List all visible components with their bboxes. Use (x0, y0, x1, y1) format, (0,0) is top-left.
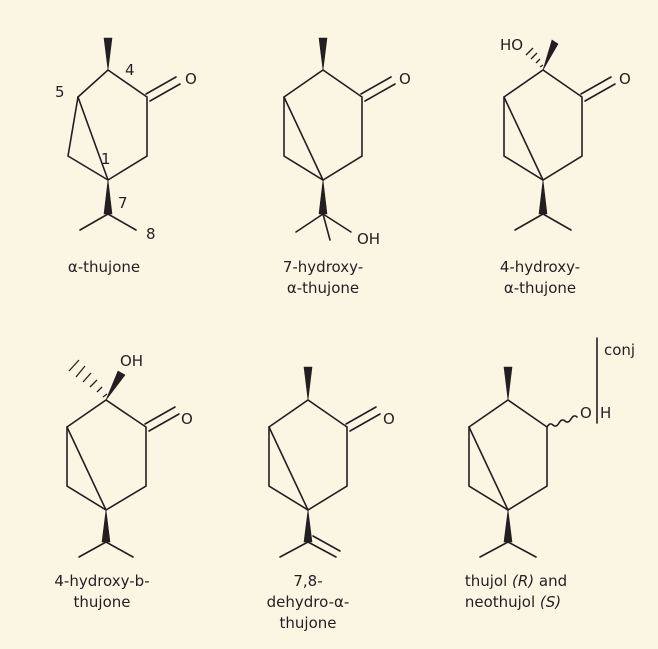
wavy-bond (546, 415, 578, 428)
hash-line (68, 359, 80, 372)
methyl-wedge (318, 37, 328, 71)
caption-italic: (R) (512, 572, 534, 590)
caption-line-1: 7,8- (293, 572, 322, 590)
alkene-bond-b (312, 535, 341, 552)
carbonyl-oxygen-label: O (383, 410, 395, 428)
hydroxyl-bond (322, 213, 352, 233)
bridge-bond (468, 426, 509, 511)
isopropyl-bond-right (107, 213, 137, 231)
bridge-bond (283, 96, 324, 181)
carbonyl-bond-b (148, 413, 180, 432)
caption-italic: (S) (540, 593, 561, 611)
caption-line-2: thujone (74, 593, 131, 611)
atom-number-8: 8 (146, 225, 156, 243)
carbonyl-bond-b (364, 83, 396, 102)
hash-line (96, 386, 103, 393)
atom-number-1: 1 (101, 150, 111, 168)
hash-line (525, 47, 534, 56)
methyl-wedge (542, 39, 559, 71)
atom-number-5: 5 (55, 83, 65, 101)
isopropyl-bond-left (79, 213, 109, 231)
isopropyl-wedge (538, 179, 548, 215)
bridge-bond (503, 96, 544, 181)
bridge-bond (66, 426, 107, 511)
isopropyl-bond-left (78, 541, 107, 558)
isopropyl-bond-right (542, 213, 572, 231)
molecule-thujol-neothujol: O conj H thujol (R) and neothujol (S) (465, 337, 635, 611)
hydrogen-label: H (600, 404, 611, 422)
hydroxyl-wedge (105, 370, 126, 401)
hash-line (535, 58, 541, 64)
caption-line-2: α-thujone (287, 279, 359, 297)
caption-line-2: dehydro-α- (267, 593, 350, 611)
methyl-bond (279, 541, 309, 558)
hash-line (89, 379, 98, 388)
caption-line-3: thujone (280, 614, 337, 632)
carbonyl-oxygen-label: O (185, 70, 197, 88)
atom-number-4: 4 (125, 61, 135, 79)
carbonyl-bond-b (149, 83, 181, 102)
isopropyl-bond-down (322, 213, 331, 241)
bridge-bond (77, 96, 109, 181)
caption-line-2: neothujol (S) (465, 593, 561, 611)
oxygen-label: O (580, 404, 592, 422)
alkene-bond-a (307, 541, 337, 558)
caption-text: neothujol (465, 593, 540, 611)
conjugate-label: conj (604, 341, 635, 359)
caption-text: and (534, 572, 567, 590)
caption-line-1: 7-hydroxy- (283, 258, 363, 276)
carbonyl-bond-a (145, 76, 177, 95)
molecule-7-8-dehydro-alpha-thujone: O 7,8- dehydro-α- thujone (267, 366, 395, 632)
atom-number-7: 7 (118, 194, 128, 212)
isopropyl-bond-left (295, 213, 324, 233)
ring-bonds (268, 399, 348, 511)
isopropyl-wedge (103, 179, 113, 215)
hydroxyl-label: OH (120, 352, 143, 370)
isopropenyl-wedge (303, 509, 313, 543)
bridge-bond (268, 426, 309, 511)
carbonyl-oxygen-label: O (399, 70, 411, 88)
caption-line-1: 4-hydroxy-b- (54, 572, 149, 590)
methyl-wedge (303, 366, 313, 401)
carbonyl-bond-a (345, 406, 377, 425)
caption-line-1: 4-hydroxy- (500, 258, 580, 276)
hydroxyl-label: OH (357, 230, 380, 248)
ring-bonds (283, 69, 363, 181)
hash-line (75, 365, 86, 378)
caption-text: thujol (465, 572, 512, 590)
isopropyl-wedge (503, 509, 513, 543)
caption-line-1: α-thujone (68, 258, 140, 276)
molecule-7-hydroxy-alpha-thujone: O OH 7-hydroxy- α-thujone (283, 37, 411, 297)
carbonyl-bond-b (584, 83, 616, 102)
isopropyl-bond-right (105, 541, 134, 558)
hash-line (530, 52, 538, 60)
carbonyl-oxygen-label: O (619, 70, 631, 88)
hash-line (102, 393, 108, 398)
isopropyl-bond-left (479, 541, 509, 558)
isopropyl-wedge (318, 179, 328, 215)
caption-line-1: thujol (R) and (465, 572, 567, 590)
ring-bonds (468, 399, 548, 511)
carbonyl-oxygen-label: O (181, 410, 193, 428)
molecule-4-hydroxy-beta-thujone: OH O 4-hydroxy-b- thujone (54, 352, 192, 611)
ring-bonds (503, 69, 583, 181)
ring-bonds (66, 399, 147, 511)
hash-line (82, 372, 92, 383)
hash-line (539, 64, 544, 68)
molecule-4-hydroxy-alpha-thujone: HO O 4-hydroxy- α-thujone (500, 36, 631, 297)
methyl-wedge (503, 366, 513, 401)
hydroxyl-label: HO (500, 36, 523, 54)
isopropyl-bond-left (514, 213, 544, 231)
carbonyl-bond-a (360, 76, 392, 95)
molecule-alpha-thujone: O 4 5 1 7 8 α-thujone (55, 37, 197, 276)
isopropyl-bond-right (507, 541, 537, 558)
caption-line-2: α-thujone (504, 279, 576, 297)
isopropyl-wedge (101, 509, 111, 543)
carbonyl-bond-b (349, 413, 381, 432)
methyl-wedge (103, 37, 113, 71)
carbonyl-bond-a (144, 406, 176, 425)
carbonyl-bond-a (580, 76, 612, 95)
